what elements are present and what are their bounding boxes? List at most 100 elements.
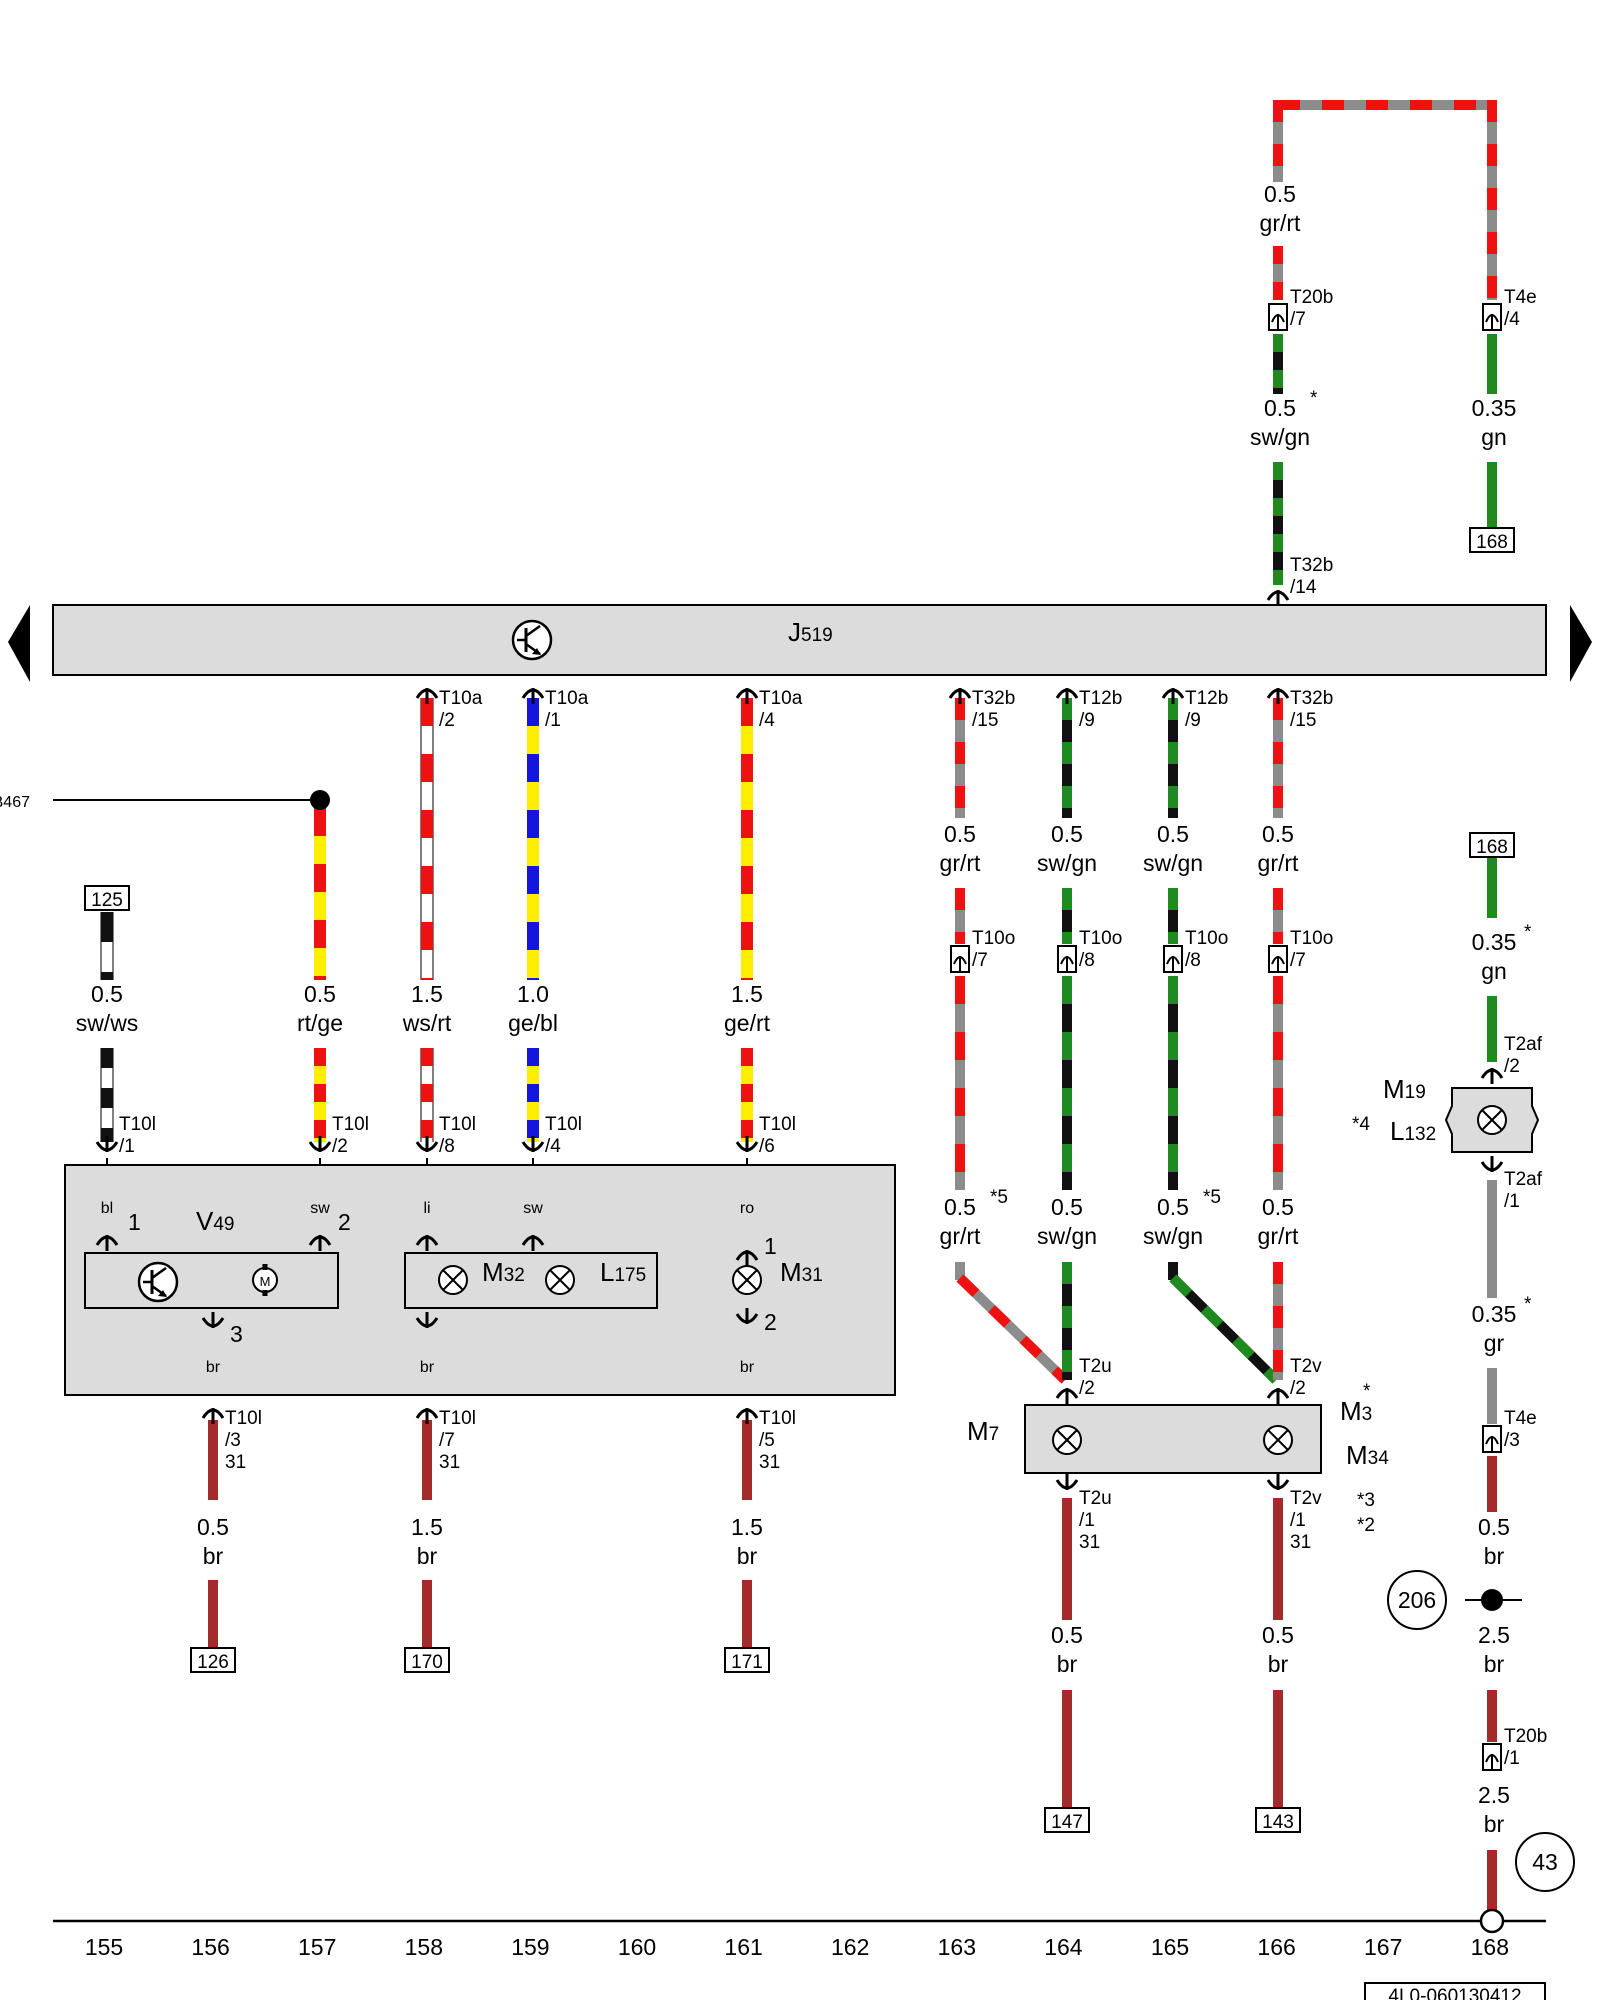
inner-pin-color: sw (523, 1200, 543, 1217)
document-id: 4L0-060130412 (1388, 1986, 1521, 2000)
component-label: M7 (967, 1416, 999, 1446)
component-number: 34 (1368, 1448, 1390, 1469)
reference-box (404, 1647, 450, 1673)
wire-size: 1.5 (411, 981, 443, 1007)
connector-pin: 31 (225, 1452, 246, 1473)
connector-pin: /15 (972, 710, 998, 731)
connector-pin: /1 (545, 710, 561, 731)
wire-size: 0.5 (944, 821, 976, 847)
connector-name: T4e (1504, 1408, 1537, 1429)
wire-size: 1.5 (411, 1514, 443, 1540)
module-letter: J (788, 617, 801, 647)
wires (53, 100, 1546, 1923)
wire-color: sw/gn (1143, 850, 1203, 876)
connector-name: T12b (1079, 688, 1122, 709)
wire-size: 0.5 (1157, 821, 1189, 847)
connector-name: T2u (1079, 1488, 1112, 1509)
component-letter: L (1390, 1116, 1404, 1146)
wire-size: 0.5 (1262, 821, 1294, 847)
grid-number: 157 (298, 1934, 336, 1960)
lamp-cross (1481, 1109, 1503, 1131)
connector-pin: /9 (1185, 710, 1201, 731)
wire-size: 0.5 (1262, 1194, 1294, 1220)
component-label: V49 (196, 1206, 234, 1236)
v49-box (84, 1252, 339, 1309)
wire-color: sw/gn (1037, 1223, 1097, 1249)
reference-box (1044, 1807, 1090, 1833)
document-id-box (1364, 1982, 1546, 2000)
wire-color: sw/gn (1250, 424, 1310, 450)
grid-number: 164 (1044, 1934, 1083, 1960)
wire-size: 0.5 (197, 1514, 229, 1540)
grid-number: 162 (831, 1934, 869, 1960)
inner-pin-color: ro (740, 1200, 754, 1217)
wire-color: ge/rt (724, 1010, 771, 1036)
wire-size: 0.35 (1472, 1301, 1517, 1327)
component-boxes: M (8, 604, 1592, 1474)
component-letter: L (600, 1257, 614, 1287)
wire-color: gr/rt (1260, 210, 1302, 236)
connector-name: T32b (1290, 688, 1333, 709)
connector-pin: /1 (1290, 1510, 1306, 1531)
wire-color: br (1484, 1543, 1505, 1569)
circle-reference (1387, 1570, 1447, 1630)
component-label: L175 (600, 1257, 646, 1287)
component-letter: M (482, 1257, 504, 1287)
reference-box (84, 885, 130, 911)
wire-size: 1.0 (517, 981, 549, 1007)
component-number: 32 (504, 1265, 525, 1286)
wire-color: sw/ws (76, 1010, 139, 1036)
connector-name: T2u (1079, 1356, 1112, 1377)
pin-number: 1 (128, 1209, 141, 1235)
wire-color: br (1484, 1811, 1505, 1837)
connector-symbols (84, 303, 1575, 2000)
wire-size: 0.5 (1264, 395, 1296, 421)
connector-name: T10l (545, 1114, 582, 1135)
footnote-marker: *2 (1357, 1515, 1375, 1536)
connector-pin: /7 (1290, 950, 1306, 971)
connector-pin: /1 (119, 1136, 135, 1157)
reference-box (1255, 1807, 1301, 1833)
wire-size: 0.5 (1157, 1194, 1189, 1220)
wire-size: 1.5 (731, 981, 763, 1007)
connector-name: T10l (759, 1114, 796, 1135)
wire-color: gn (1481, 958, 1507, 984)
labels: 0.5gr/rtT20b/70.5sw/gn*T32b/14T4e/40.35g… (0, 181, 1558, 2000)
continue-left-arrow (8, 605, 30, 682)
component-letter: V (196, 1206, 214, 1236)
wire-size: 2.5 (1478, 1622, 1510, 1648)
connector-name: T20b (1290, 287, 1333, 308)
pin-number: 3 (230, 1321, 243, 1347)
reference-box (1469, 527, 1515, 553)
continue-right-arrow (1570, 605, 1592, 682)
wire-size: 0.5 (91, 981, 123, 1007)
component-letter: M (780, 1257, 802, 1287)
pin-number: 2 (764, 1309, 777, 1335)
wire-color: gr/rt (1258, 1223, 1300, 1249)
wire-gr-rt (956, 1274, 1069, 1384)
grid-number: 168 (1471, 1934, 1509, 1960)
wire-size: 0.5 (1262, 1622, 1294, 1648)
connector-pin: /5 (759, 1430, 775, 1451)
connector-pin: /8 (1185, 950, 1201, 971)
component-number: 31 (802, 1265, 823, 1286)
electronic-symbol-icon (137, 1261, 179, 1303)
component-label: M34 (1346, 1440, 1389, 1470)
component-letter: M (967, 1416, 989, 1446)
electronic-symbol-icon (511, 619, 553, 661)
component-letter: M (1346, 1440, 1368, 1470)
footnote-marker: * (1363, 1381, 1371, 1402)
inner-pin-color: bl (101, 1200, 113, 1217)
grid-number: 160 (618, 1934, 656, 1960)
connector-pin: /2 (1504, 1056, 1520, 1077)
connector-pin: /1 (1079, 1510, 1095, 1531)
transistor-lead (525, 624, 541, 638)
grid-number: 167 (1364, 1934, 1402, 1960)
connector-pin: /3 (1504, 1430, 1520, 1451)
wire-size: 0.35 (1472, 395, 1517, 421)
wire-color: br (203, 1543, 224, 1569)
connector-pin: /7 (1290, 309, 1306, 330)
junction-dot (310, 790, 330, 810)
reference-number: 126 (197, 1652, 229, 1673)
